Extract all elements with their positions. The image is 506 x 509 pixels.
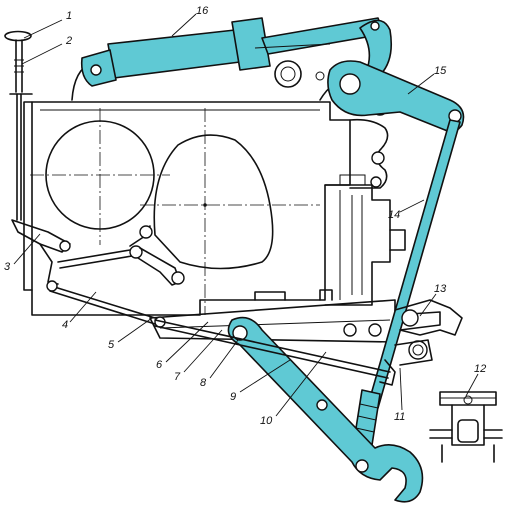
leader-lines xyxy=(13,13,479,417)
label-11: 11 xyxy=(394,411,405,423)
label-1: 1 xyxy=(66,10,72,22)
control-linkage xyxy=(4,30,391,379)
label-6: 6 xyxy=(156,359,163,371)
label-16: 16 xyxy=(196,5,209,17)
label-15: 15 xyxy=(434,65,447,77)
hydraulic-cylinder xyxy=(80,17,393,87)
label-8: 8 xyxy=(200,377,207,389)
label-4: 4 xyxy=(62,319,68,331)
label-9: 9 xyxy=(230,391,236,403)
label-2: 2 xyxy=(65,35,72,47)
label-5: 5 xyxy=(108,339,115,351)
draft-arm xyxy=(227,316,424,503)
lift-rod xyxy=(353,119,461,446)
label-3: 3 xyxy=(4,261,11,273)
label-10: 10 xyxy=(260,415,273,427)
label-12: 12 xyxy=(474,363,486,375)
hitch-assembly xyxy=(379,299,463,386)
detail-inset xyxy=(429,391,503,463)
reference-labels: 1 2 3 4 5 6 7 8 9 10 11 12 13 14 15 16 xyxy=(4,5,486,427)
label-13: 13 xyxy=(434,283,447,295)
label-14: 14 xyxy=(388,209,400,221)
label-7: 7 xyxy=(174,371,181,383)
